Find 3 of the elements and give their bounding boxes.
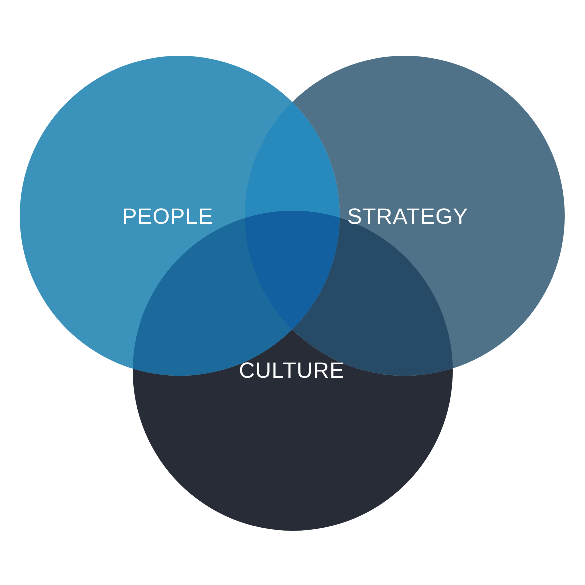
circle-label: STRATEGY	[348, 206, 468, 228]
circle-label: PEOPLE	[122, 206, 214, 228]
circle-label: CULTURE	[239, 360, 345, 382]
